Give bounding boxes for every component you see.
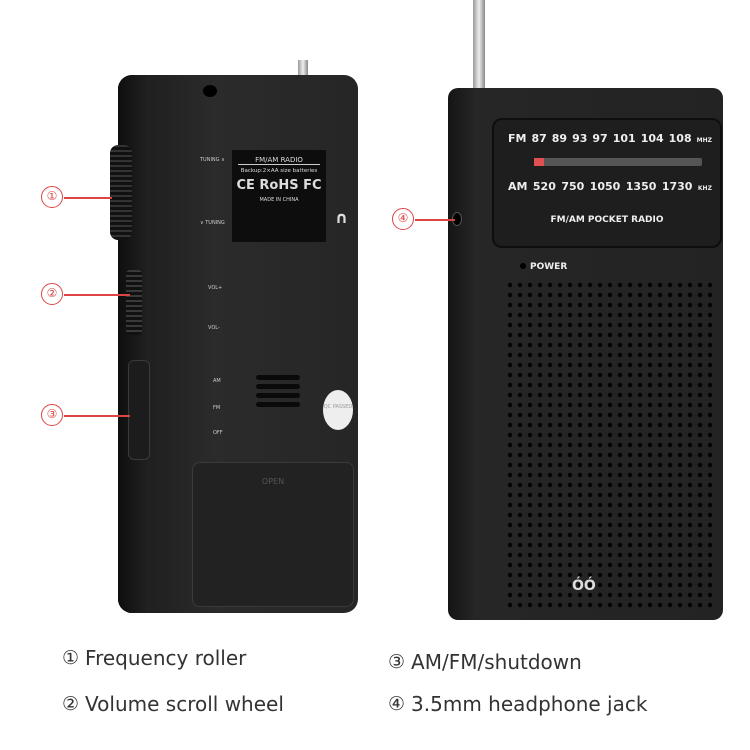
power-indicator: POWER bbox=[520, 262, 567, 272]
dial-name: FM/AM POCKET RADIO bbox=[550, 215, 664, 225]
am-tick: 750 bbox=[561, 180, 585, 193]
antenna-back bbox=[298, 60, 308, 78]
off-mark: OFF bbox=[213, 430, 223, 436]
am-tick: 1050 bbox=[589, 180, 621, 193]
am-unit: KHZ bbox=[697, 185, 712, 192]
callout-line-2 bbox=[64, 294, 130, 296]
magnet-icon: ∩ bbox=[335, 208, 348, 227]
fm-tick: 104 bbox=[640, 132, 664, 145]
am-tick: 520 bbox=[532, 180, 556, 193]
callout-2: ② bbox=[41, 283, 63, 305]
tuning-scale bbox=[534, 158, 702, 166]
callout-3: ③ bbox=[41, 404, 63, 426]
callout-1: ① bbox=[41, 186, 63, 208]
tuning-dial: FM 87 89 93 97 101 104 108 MHZ AM 520 750 1050 1350 1… bbox=[492, 118, 722, 248]
caption-text: Frequency roller bbox=[85, 646, 247, 670]
power-led-icon bbox=[520, 263, 526, 269]
callout-line-4 bbox=[415, 219, 455, 221]
caption-number: ② bbox=[62, 693, 80, 715]
am-tick: 1350 bbox=[625, 180, 657, 193]
fm-unit: MHZ bbox=[696, 137, 712, 144]
lanyard-hole bbox=[203, 85, 217, 97]
fm-label: FM bbox=[508, 132, 527, 145]
fm-tick: 89 bbox=[551, 132, 568, 145]
cover-mark: OPEN bbox=[261, 477, 285, 486]
caption-number: ④ bbox=[388, 693, 406, 715]
fm-tick: 101 bbox=[612, 132, 636, 145]
fm-mark: FM bbox=[213, 405, 221, 411]
callout-line-3 bbox=[64, 415, 130, 417]
frequency-roller bbox=[110, 145, 132, 240]
vol-plus-mark: VOL+ bbox=[208, 285, 223, 291]
caption-number: ① bbox=[62, 647, 80, 669]
speaker-grille bbox=[505, 280, 715, 610]
spec-label: FM/AM RADIO Backup:2×AA size batteries C… bbox=[232, 150, 326, 242]
volume-wheel bbox=[126, 270, 142, 335]
am-label: AM bbox=[508, 180, 528, 193]
tuning-up-mark: TUNING ∧ bbox=[200, 157, 225, 163]
qc-sticker: QC PASSED bbox=[323, 390, 353, 430]
tuning-down-mark: ∨ TUNING bbox=[200, 220, 225, 226]
fm-tick: 93 bbox=[572, 132, 588, 145]
am-mark: AM bbox=[213, 378, 221, 384]
label-certs: CE RoHS FC bbox=[236, 178, 322, 193]
power-label: POWER bbox=[530, 262, 568, 272]
fm-tick: 87 bbox=[531, 132, 547, 145]
label-backup: Backup:2×AA size batteries bbox=[240, 168, 318, 174]
am-tick: 1730 bbox=[661, 180, 693, 193]
caption-number: ③ bbox=[388, 651, 406, 673]
caption-text: Volume scroll wheel bbox=[85, 692, 284, 716]
battery-cover: OPEN bbox=[192, 462, 354, 607]
caption-text: AM/FM/shutdown bbox=[411, 650, 582, 674]
callout-line-1 bbox=[64, 197, 112, 199]
label-title: FM/AM RADIO bbox=[238, 156, 320, 165]
tuning-indicator bbox=[534, 158, 544, 166]
brand-logo-icon: ÓÓ bbox=[572, 578, 596, 594]
band-switch bbox=[128, 360, 150, 460]
fm-tick: 97 bbox=[592, 132, 608, 145]
caption-text: 3.5mm headphone jack bbox=[411, 692, 648, 716]
callout-4: ④ bbox=[392, 208, 414, 230]
vol-minus-mark: VOL- bbox=[208, 325, 220, 331]
speaker-grille-back bbox=[256, 375, 300, 411]
antenna-front bbox=[473, 0, 485, 90]
label-made: MADE IN CHINA bbox=[259, 197, 299, 203]
fm-tick: 108 bbox=[668, 132, 692, 145]
